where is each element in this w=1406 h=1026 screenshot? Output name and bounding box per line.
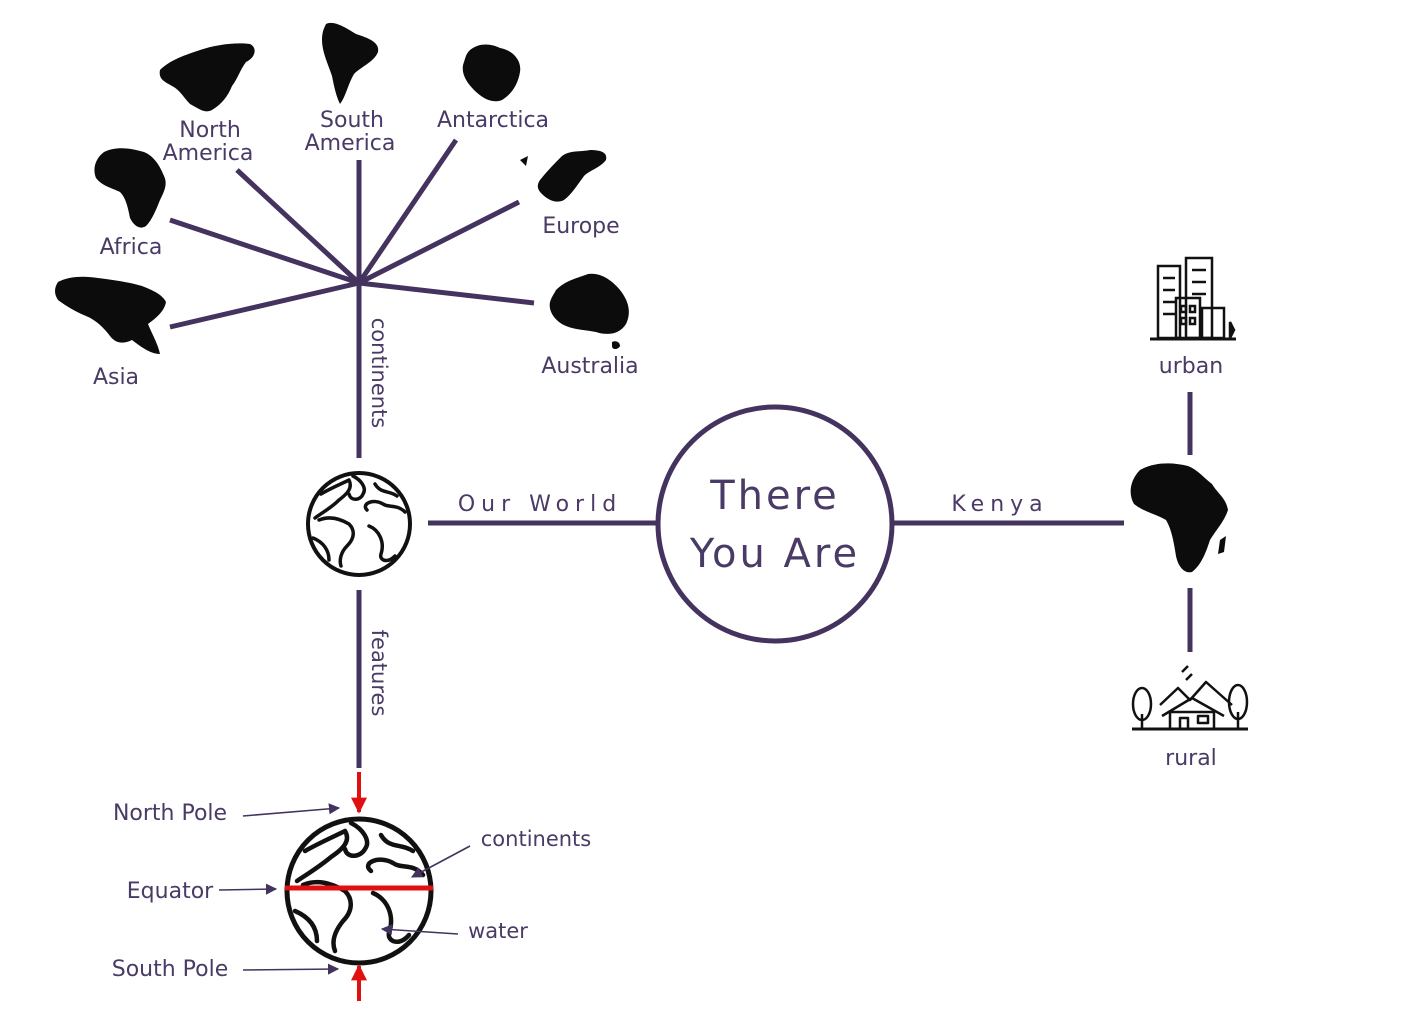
kenya-label: Kenya xyxy=(951,492,1048,517)
africa-icon xyxy=(94,148,166,228)
africa-label: Africa xyxy=(100,235,163,260)
south-america-label-1: South xyxy=(320,108,384,133)
rural-label: rural xyxy=(1165,746,1217,771)
continents-pointer xyxy=(411,845,471,878)
water-label: water xyxy=(468,919,528,943)
south-america-label-2: America xyxy=(305,131,396,156)
continent-icons xyxy=(55,22,629,354)
kenya-africa-icon xyxy=(1130,463,1228,573)
connector-lines xyxy=(169,138,1193,768)
south-america-icon xyxy=(322,22,379,105)
center-title-line1: There xyxy=(709,473,840,519)
north-pole-pointer xyxy=(242,803,341,817)
line-to-north-america xyxy=(235,168,361,285)
europe-label: Europe xyxy=(542,214,619,239)
south-pole-label: South Pole xyxy=(112,957,229,982)
south-pole-pointer xyxy=(242,963,340,975)
line-to-asia xyxy=(169,280,360,330)
features-continents-label: continents xyxy=(481,827,592,851)
city-icon xyxy=(1150,256,1236,341)
rural-house-icon xyxy=(1131,665,1249,731)
center-node: There You Are xyxy=(655,404,895,644)
north-america-label-2: America xyxy=(163,141,254,166)
globe-icon xyxy=(306,471,412,577)
urban-label: urban xyxy=(1159,354,1223,379)
line-to-africa xyxy=(169,217,360,286)
water-pointer xyxy=(380,924,459,936)
north-america-label-1: North xyxy=(179,118,241,143)
our-world-label: Our World xyxy=(458,492,622,517)
equator-label: Equator xyxy=(127,879,214,904)
antarctica-label: Antarctica xyxy=(437,108,549,133)
continents-branch-label: continents xyxy=(367,318,391,429)
europe-icon xyxy=(520,150,607,202)
north-america-icon xyxy=(159,43,255,112)
features-branch-label: features xyxy=(367,630,391,717)
center-title-line2: You Are xyxy=(689,531,860,577)
asia-label: Asia xyxy=(93,365,139,390)
australia-label: Australia xyxy=(541,354,638,379)
north-pole-label: North Pole xyxy=(113,801,227,826)
features-globe-icon xyxy=(284,816,434,966)
equator-pointer xyxy=(218,883,278,895)
australia-icon xyxy=(549,273,629,349)
line-to-antarctica xyxy=(356,138,459,285)
asia-icon xyxy=(55,276,166,354)
line-to-europe xyxy=(357,199,521,286)
line-to-australia xyxy=(358,280,535,306)
antarctica-icon xyxy=(462,44,521,102)
